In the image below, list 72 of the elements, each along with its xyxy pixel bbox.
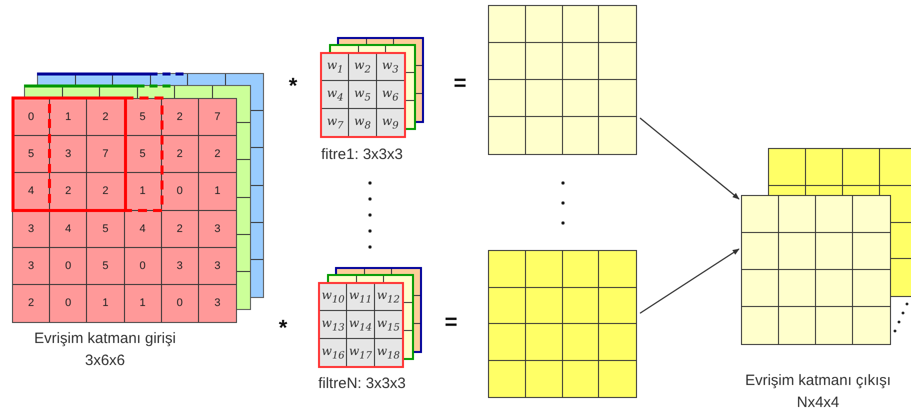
grid-value: 3 [214,222,220,235]
grid-value: 2 [176,148,183,160]
node-label: Evrişim katmanı girişi [34,330,176,347]
grid-value: 1 [140,185,146,198]
grid-value: 1 [140,297,146,310]
grid-value: 5 [102,222,108,235]
grid-value: 0 [176,297,183,310]
grid-value: 3 [214,297,220,310]
feature-map-grid [488,5,637,155]
grid-value: 5 [102,260,108,272]
node-label: 3x6x6 [84,352,126,369]
grid-value: 5 [28,148,34,160]
grid-value: 2 [176,222,183,235]
weight-symbol: w$_{10}$ [322,288,345,306]
grid-value: 2 [214,148,220,160]
weight-symbol: w$_{13}$ [322,316,345,334]
operator-symbol: * [288,73,298,99]
arrow [640,248,740,314]
node-label: Nx4x4 [796,394,840,411]
weight-symbol: w$_{2}$ [354,58,371,76]
grid-value: 0 [65,260,72,272]
operator-symbol: = [454,70,466,96]
output-stack-grid-drawing [741,148,911,345]
operator-symbol: = [444,309,458,335]
grid-value: 0 [176,185,183,198]
feature-map-grid [488,250,637,398]
operator-symbol: * [278,315,288,341]
grid-value: 2 [102,185,108,198]
grid-value: 7 [102,148,108,160]
weight-symbol: w$_{18}$ [376,344,400,362]
grid-value: 5 [140,111,146,124]
grid-value: 2 [102,111,108,124]
grid-value: 1 [65,111,72,124]
grid-value: 3 [28,260,34,272]
grid-value: 1 [102,297,108,310]
grid-value: 4 [28,185,34,198]
grid-value: 4 [140,222,146,235]
grid-value: 0 [28,111,34,124]
weight-symbol: w$_{5}$ [354,86,371,104]
weight-symbol: w$_{6}$ [382,86,399,104]
node-label: Evrişim katmanı çıkışı [745,372,891,389]
weight-symbol: w$_{8}$ [354,114,371,132]
arrow [640,118,740,200]
weight-symbol: w$_{11}$ [348,288,372,306]
node-label: fitre1: 3x3x3 [321,146,403,163]
input-tensor-grid-drawing [12,73,264,323]
weight-symbol: w$_{15}$ [376,316,400,334]
grid-value: 2 [176,111,183,124]
grid-value: 3 [176,260,183,272]
node-label: filtreN: 3x3x3 [318,375,406,392]
grid-value: 7 [214,111,220,124]
weight-symbol: w$_{3}$ [382,58,399,76]
weight-symbol: w$_{1}$ [326,58,344,76]
grid-value: 0 [65,297,72,310]
weight-symbol: w$_{17}$ [348,344,372,362]
filter-grid-drawing [318,267,422,368]
filter-grid-drawing [320,37,424,138]
grid-value: 4 [65,222,72,235]
grid-value: 1 [214,185,220,198]
grid-value: 2 [28,297,34,310]
grid-value: 3 [214,260,220,272]
grid-value: 3 [28,222,34,235]
weight-symbol: w$_{4}$ [326,86,344,104]
grid-value: 2 [65,185,72,198]
weight-symbol: w$_{7}$ [326,114,344,132]
weight-symbol: w$_{9}$ [382,114,399,132]
grid-value: 3 [65,148,72,160]
grid-value: 0 [140,260,146,272]
weight-symbol: w$_{16}$ [322,344,345,362]
weight-symbol: w$_{12}$ [376,288,400,306]
grid-value: 5 [140,148,146,160]
weight-symbol: w$_{14}$ [348,316,372,334]
